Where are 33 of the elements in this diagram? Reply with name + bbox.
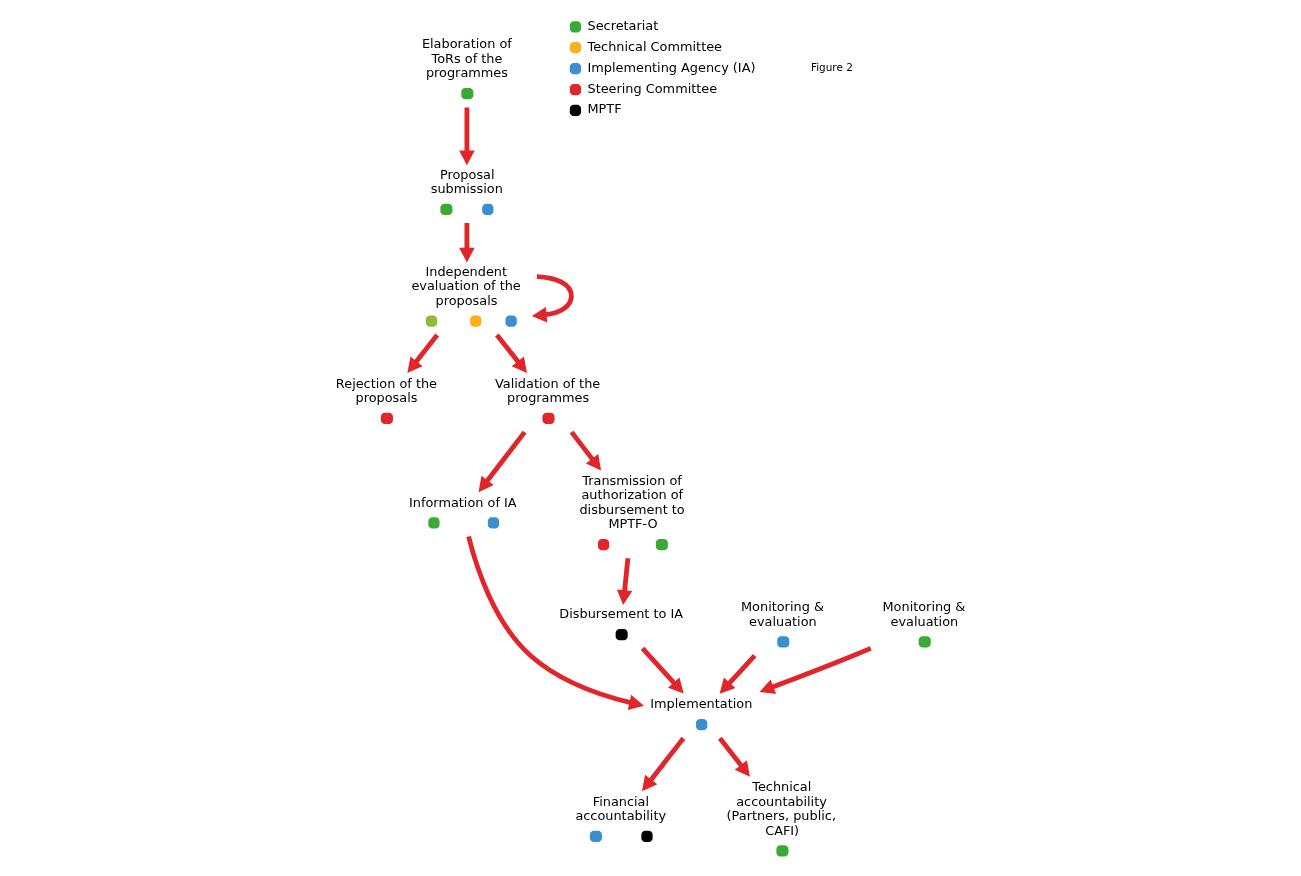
node-label: Rejection of the proposals [335, 375, 437, 406]
node-label: Information of IA [408, 494, 517, 510]
arrow [640, 646, 684, 694]
arrow [569, 430, 601, 471]
arrow [406, 333, 439, 374]
node-label: Transmission of authorization of disbursement to MPTF-O [578, 472, 685, 532]
node-label: Financial accountability [574, 793, 666, 824]
arrow [641, 736, 685, 792]
arrow [458, 107, 475, 166]
node-label: Validation of the programmes [494, 375, 600, 406]
arrow [759, 646, 872, 695]
arrow [458, 223, 475, 263]
arrow [616, 558, 632, 605]
legend-label: MPTF [586, 101, 622, 117]
legend-label: Secretariat [586, 17, 658, 33]
legend-label: Technical Committee [586, 38, 722, 54]
arrow [494, 333, 527, 374]
node-label: Proposal submission [430, 166, 503, 197]
legend-label: Implementing Agency (IA) [586, 59, 755, 75]
node-label: Independent evaluation of the proposals [410, 263, 521, 308]
node-label: Implementation [649, 696, 752, 712]
arrow [719, 653, 756, 694]
node-label: Technical accountability (Partners, public, CAFI) [726, 779, 836, 838]
arrow [531, 274, 574, 323]
node-label: Disbursement to IA [558, 606, 683, 622]
node-label: Monitoring & evaluation [740, 599, 824, 629]
arrow [717, 736, 750, 777]
legend-label: Steering Committee [586, 80, 717, 96]
label: Figure 2 [810, 61, 853, 74]
arrow [465, 535, 644, 710]
arrow [478, 430, 526, 493]
node-label: Elaboration of ToRs of the programmes [421, 36, 512, 81]
node-label: Monitoring & evaluation [882, 599, 965, 629]
